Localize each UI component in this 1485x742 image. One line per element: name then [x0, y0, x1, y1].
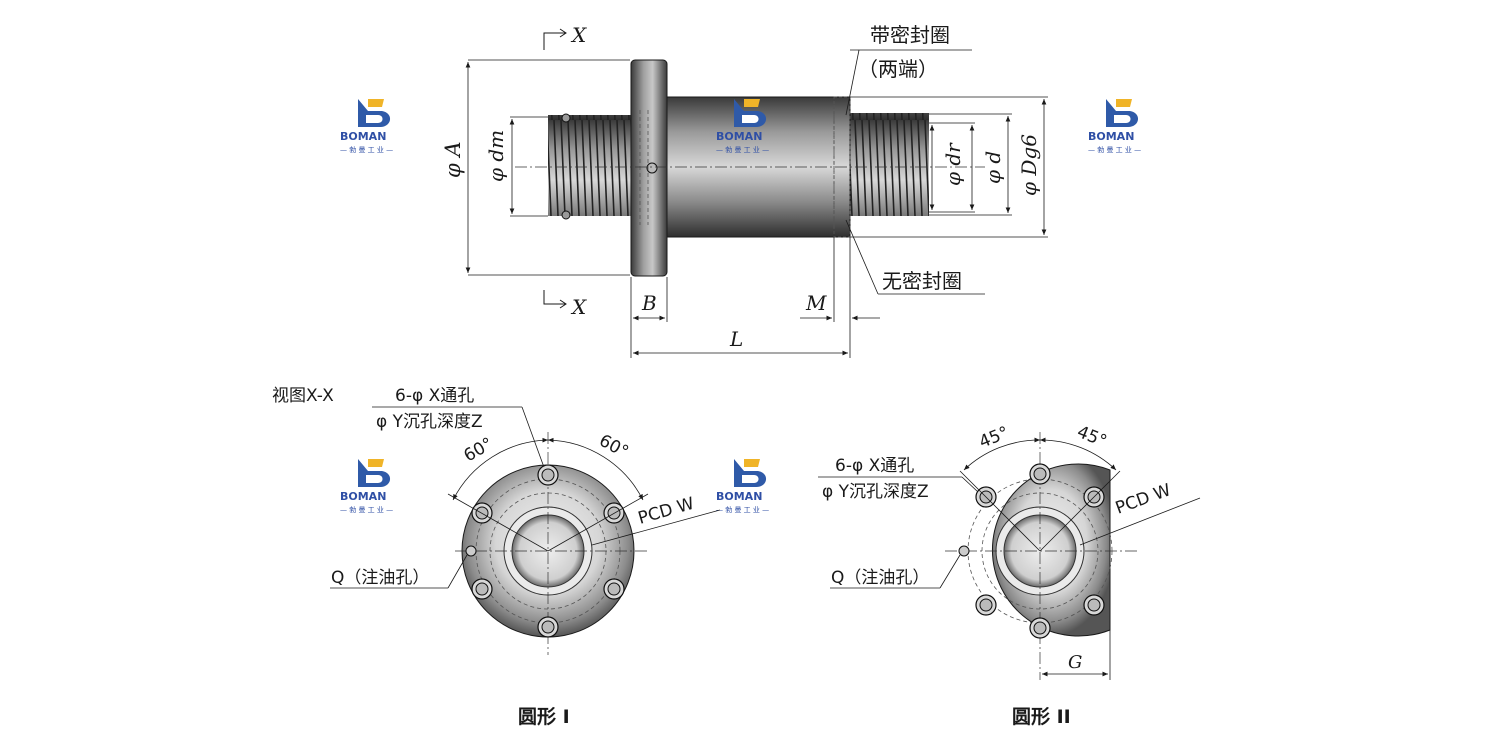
svg-text:BOMAN: BOMAN — [340, 130, 386, 143]
side-view: X X φ A φ dm φ dr φ d φ Dg6 带密封圈 （两端） — [441, 23, 1048, 358]
svg-text:— 勃 曼 工 业 —: — 勃 曼 工 业 — — [340, 505, 393, 514]
svg-text:BOMAN: BOMAN — [1088, 130, 1134, 143]
svg-text:BOMAN: BOMAN — [716, 490, 762, 503]
form2-pcd-label: PCD W — [1113, 480, 1174, 518]
watermark-logos: BOMAN — 勃 曼 工 业 — BOMAN — 勃 曼 工 业 — BOMA… — [340, 99, 1141, 514]
form1-pcd-label: PCD W — [636, 494, 697, 529]
svg-text:— 勃 曼 工 业 —: — 勃 曼 工 业 — — [1088, 145, 1141, 154]
svg-text:— 勃 曼 工 业 —: — 勃 曼 工 业 — — [716, 505, 769, 514]
section-marker-bottom: X — [570, 295, 587, 319]
label-with-seal-note: （两端） — [858, 57, 938, 81]
dim-phi-dm: φ dm — [484, 130, 508, 182]
svg-text:BOMAN: BOMAN — [340, 490, 386, 503]
form2-holes-label-1: 6-φ X通孔 — [835, 456, 914, 476]
form2-angle-left: 45° — [976, 423, 1011, 453]
form1-oil-hole-label: Q（注油孔） — [331, 568, 429, 588]
dim-m: M — [805, 291, 827, 315]
oil-hole — [465, 545, 477, 557]
form-2-view: 6-φ X通孔 φ Y沉孔深度Z 45° 45° PCD W — [818, 422, 1201, 728]
svg-text:BOMAN: BOMAN — [716, 130, 762, 143]
svg-text:— 勃 曼 工 业 —: — 勃 曼 工 业 — — [716, 145, 769, 154]
form2-holes-label-2: φ Y沉孔深度Z — [822, 482, 929, 502]
dim-b: B — [641, 291, 657, 315]
dim-phi-dr: φ dr — [941, 142, 965, 186]
boman-logo: BOMAN — 勃 曼 工 业 — — [1088, 99, 1141, 154]
boman-logo: BOMAN — 勃 曼 工 业 — — [716, 99, 769, 154]
form1-angle-left: 60° — [461, 434, 497, 466]
label-without-seal: 无密封圈 — [882, 269, 962, 293]
right-screw-thread — [837, 113, 929, 216]
dim-phi-dg6: φ Dg6 — [1017, 134, 1041, 196]
dim-g: G — [1068, 652, 1082, 673]
label-with-seal: 带密封圈 — [870, 23, 950, 47]
holes-label-2: φ Y沉孔深度Z — [376, 412, 483, 432]
holes-label-1: 6-φ X通孔 — [395, 386, 474, 406]
form1-caption: 圆形 I — [518, 706, 570, 728]
svg-text:— 勃 曼 工 业 —: — 勃 曼 工 业 — — [340, 145, 393, 154]
boman-logo: BOMAN — 勃 曼 工 业 — — [340, 459, 393, 514]
form2-oil-hole-label: Q（注油孔） — [831, 568, 929, 588]
boman-logo: BOMAN — 勃 曼 工 业 — — [340, 99, 393, 154]
dim-l: L — [729, 327, 743, 351]
boman-logo: BOMAN — 勃 曼 工 业 — — [716, 459, 769, 514]
section-marker-top: X — [570, 23, 587, 47]
form2-caption: 圆形 II — [1012, 706, 1071, 728]
dim-phi-a: φ A — [441, 141, 465, 178]
oil-hole — [958, 545, 970, 557]
left-screw-thread — [548, 115, 633, 216]
view-label: 视图X-X — [272, 386, 334, 406]
form-1-view: 60° 60° PCD W Q（注油孔） 圆形 I — [330, 431, 721, 728]
form1-angle-right: 60° — [596, 431, 632, 463]
dim-phi-d: φ d — [981, 151, 1005, 184]
